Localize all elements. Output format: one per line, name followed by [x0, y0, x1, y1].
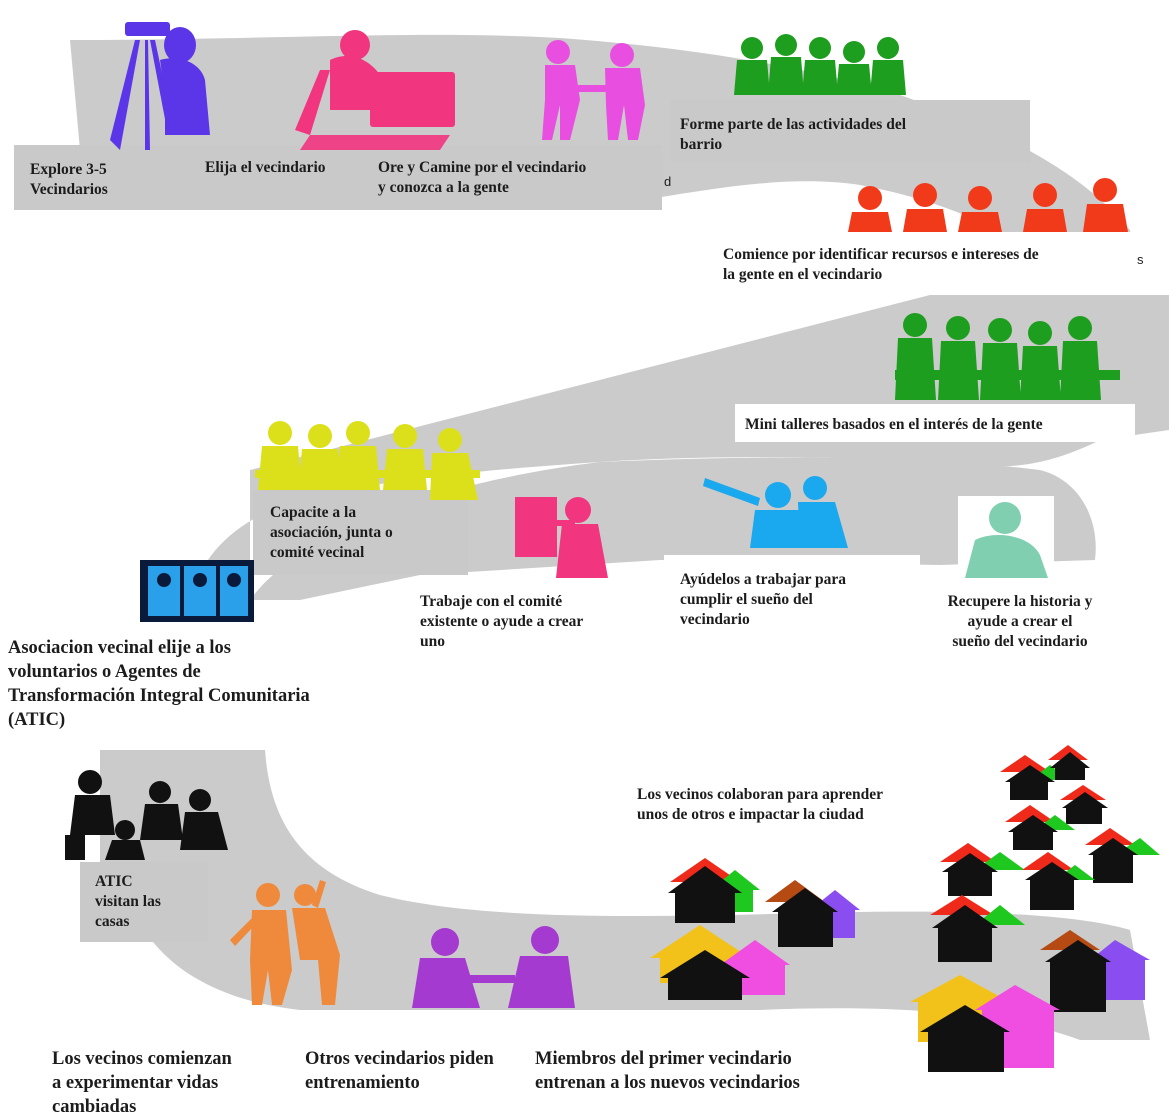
- step-label-activities: Forme parte de las actividades del barri…: [680, 116, 907, 153]
- step-label-members-train: Miembros del primer vecindario entrenan …: [535, 1049, 800, 1093]
- step-label-history: Recupere la historia y ayude a crear el …: [947, 593, 1093, 650]
- presenter-icon: [515, 497, 608, 578]
- handshake-icon: [542, 40, 645, 140]
- step-label-pray-walk: Ore y Camine por el vecindario y conozca…: [378, 159, 587, 196]
- step-label-train-assoc: Capacite a la asociación, junta o comité…: [270, 504, 393, 561]
- team-icon: [140, 560, 254, 622]
- houses-icon: [650, 858, 860, 1000]
- label-panel: [14, 145, 662, 210]
- step-label-atic: Asociacion vecinal elije a los voluntari…: [8, 638, 310, 730]
- group-icon: [848, 178, 1128, 232]
- step-label-resources: Comience por identificar recursos e inte…: [723, 246, 1039, 283]
- label-panel: [412, 578, 642, 650]
- workshop-icon: [895, 313, 1120, 400]
- step-label-explore: Explore 3-5 Vecindarios: [30, 161, 108, 198]
- pointing-person-icon: [703, 476, 848, 548]
- step-label-workshops: Mini talleres basados en el interés de l…: [745, 416, 1043, 433]
- step-label-committee: Trabaje con el comité existente o ayude …: [420, 593, 584, 650]
- step-label-choose: Elija el vecindario: [205, 159, 326, 176]
- houses-icon: [910, 745, 1160, 1072]
- step-label-others-ask: Otros vecindarios piden entrenamiento: [305, 1049, 494, 1093]
- meeting-icon: [255, 421, 480, 500]
- label-panel: [80, 862, 208, 942]
- clipped-text-fragment: s: [1137, 252, 1144, 267]
- label-panel: [735, 404, 1135, 442]
- surveyor-icon: [110, 22, 210, 150]
- step-label-changed-lives: Los vecinos comienzan a experimentar vid…: [52, 1049, 232, 1117]
- joyful-people-icon: [230, 880, 340, 1005]
- sitting-people-icon: [65, 770, 228, 860]
- label-panel: [715, 232, 1140, 292]
- label-panel: [664, 555, 920, 640]
- label-panel: [253, 490, 468, 575]
- person-at-desk-icon: [295, 30, 455, 150]
- step-label-collaborate: Los vecinos colaboran para aprender unos…: [637, 786, 883, 823]
- conversation-icon: [412, 926, 575, 1008]
- step-label-visits: ATIC visitan las casas: [95, 873, 161, 930]
- clipped-text-fragment: d: [664, 174, 672, 189]
- step-label-help-dream: Ayúdelos a trabajar para cumplir el sueñ…: [680, 571, 847, 628]
- group-icon: [734, 34, 906, 95]
- person-icon: [958, 496, 1054, 578]
- label-panel: [670, 100, 1030, 162]
